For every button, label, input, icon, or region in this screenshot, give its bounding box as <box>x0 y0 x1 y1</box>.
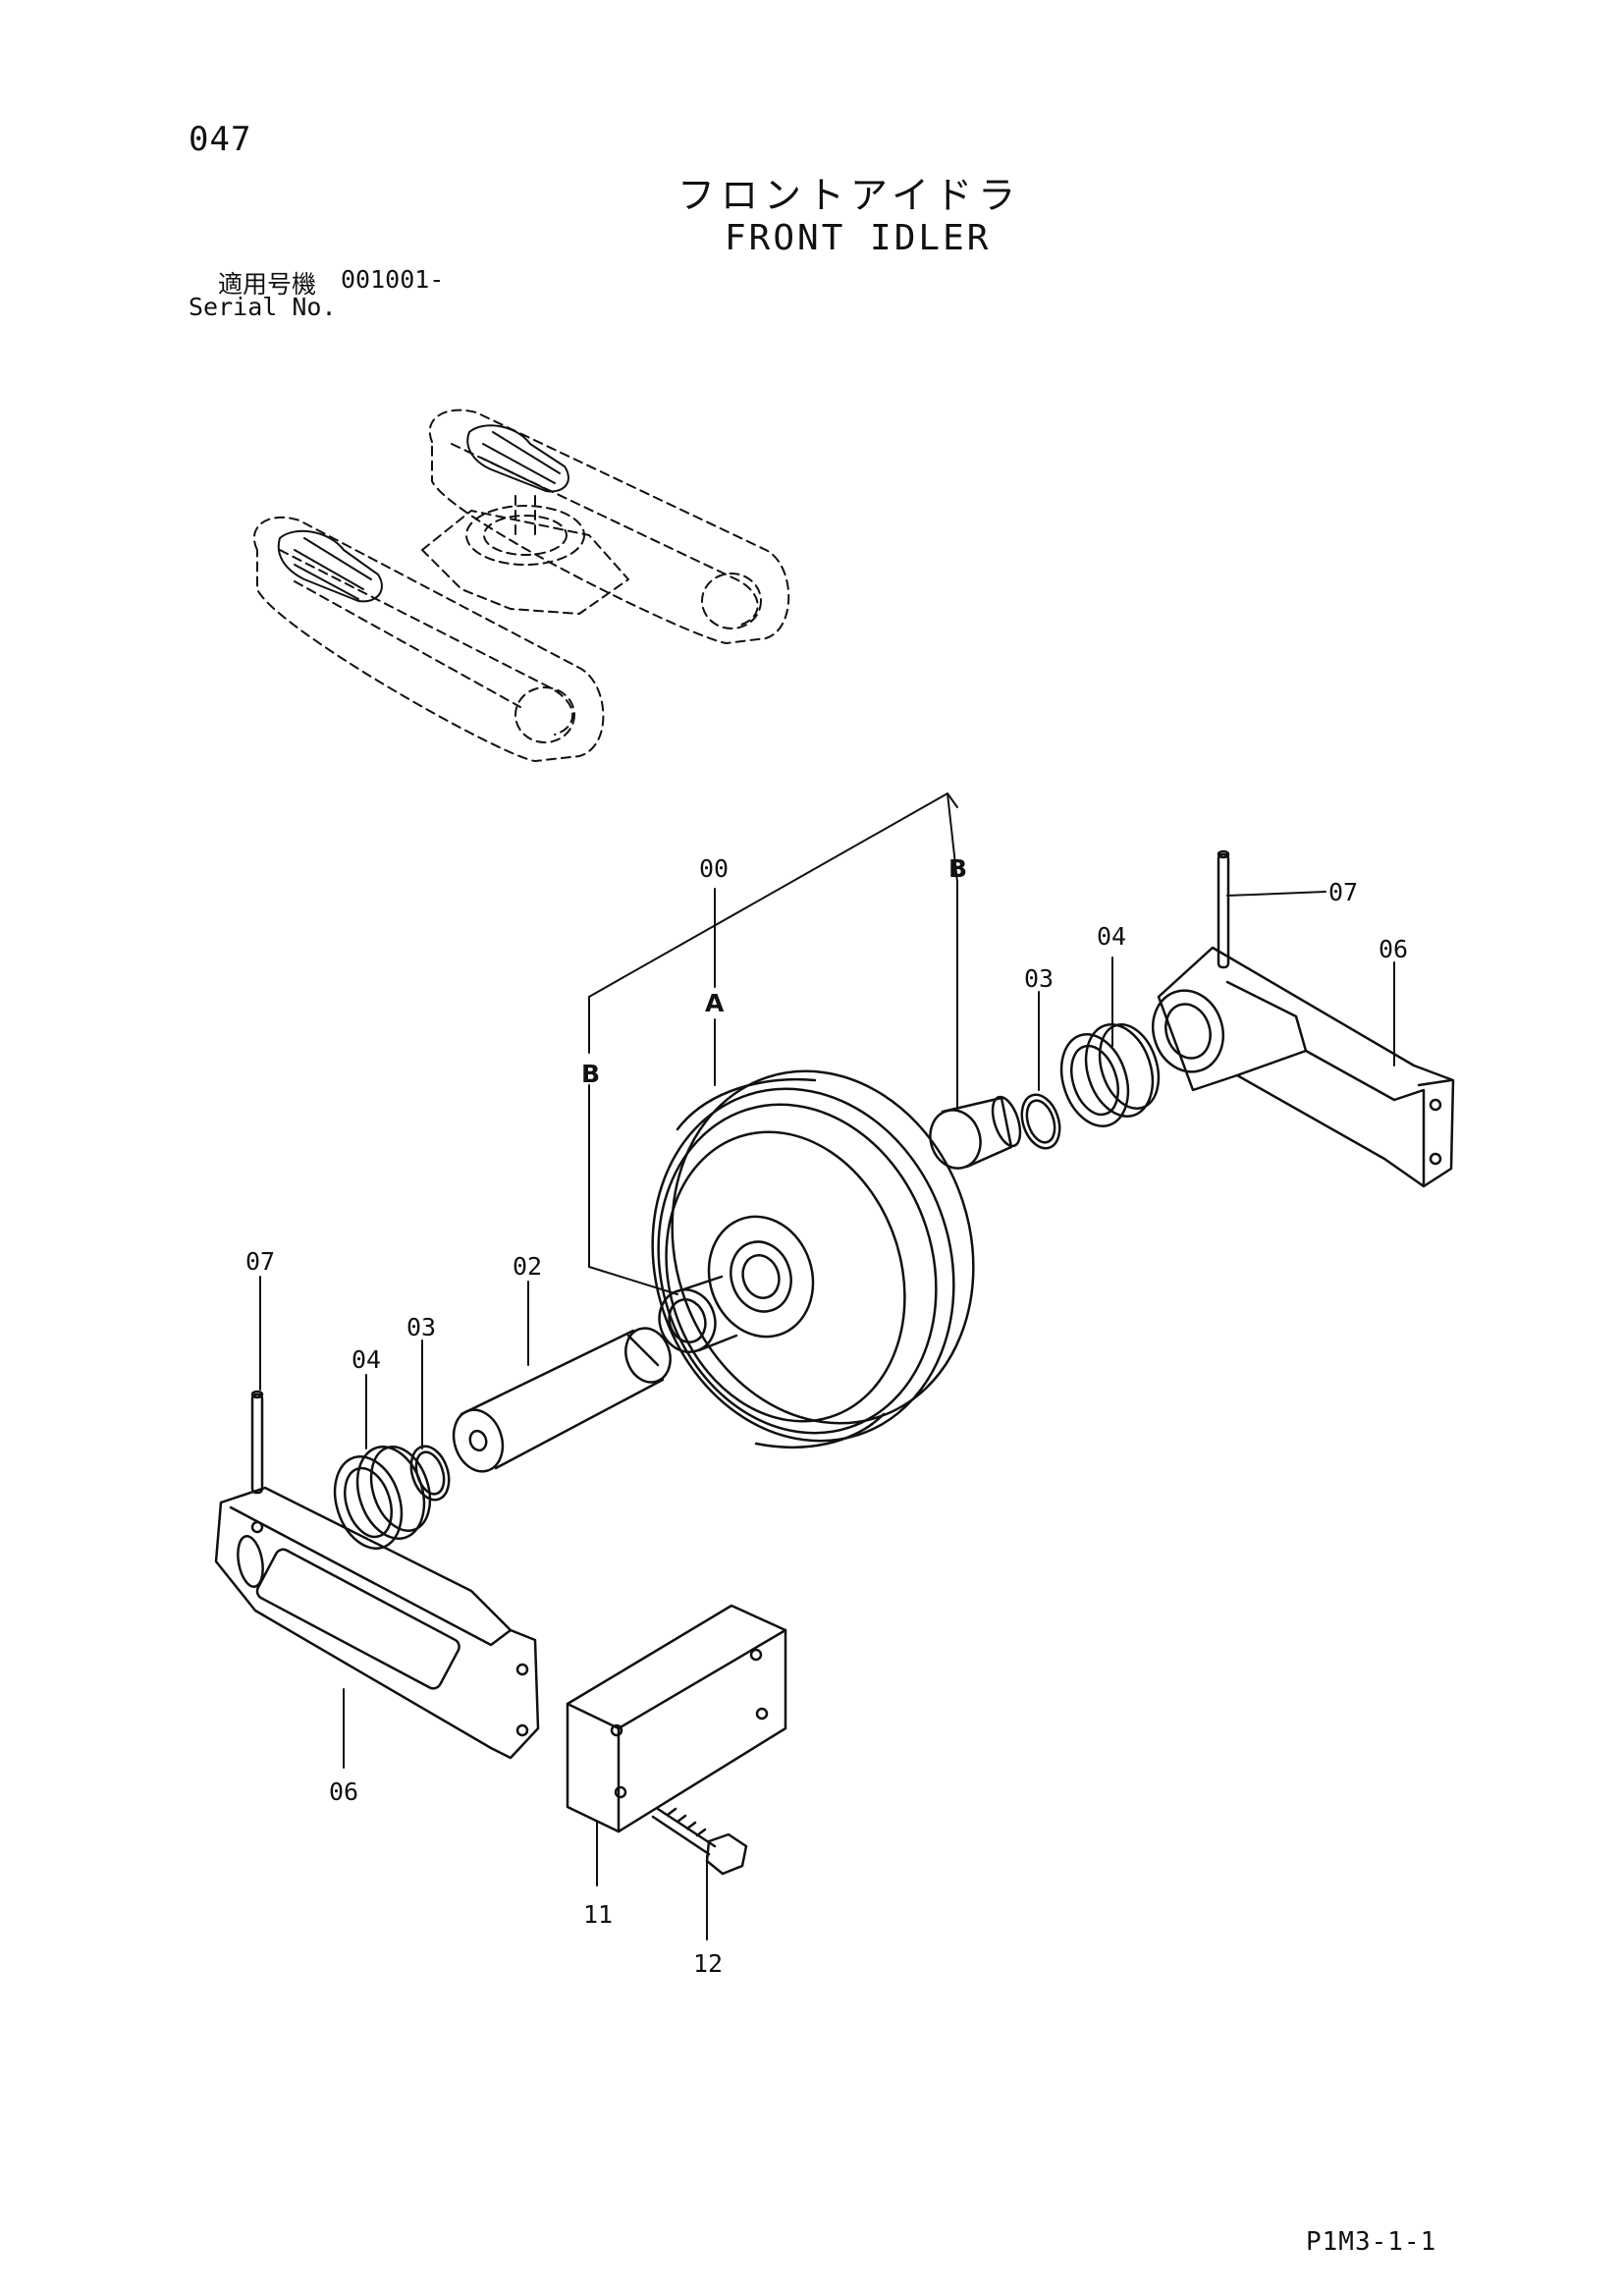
callout-11: 11 <box>583 1900 613 1929</box>
floating-seal-right-icon <box>1059 1023 1161 1127</box>
callout-letter-a: A <box>705 989 725 1017</box>
floating-seal-left-icon <box>333 1446 432 1550</box>
callout-06-left: 06 <box>329 1777 358 1806</box>
callout-03-left: 03 <box>406 1313 436 1341</box>
plate-icon <box>566 1604 787 1833</box>
title-japanese: フロントアイドラ <box>677 174 1022 217</box>
callout-letter-b-left: B <box>581 1060 600 1088</box>
callout-04-right: 04 <box>1097 922 1126 951</box>
overview-idlers-icon <box>277 424 569 603</box>
callout-leader-lines <box>259 793 1395 1941</box>
callout-07-right: 07 <box>1328 878 1358 906</box>
bearing-right-icon <box>1152 946 1455 1188</box>
spring-pin-right-icon <box>1217 849 1230 969</box>
undercarriage-overview-illustration <box>252 409 790 762</box>
idler-wheel-icon <box>651 1069 975 1449</box>
serial-label-japanese: 適用号機 <box>218 270 317 299</box>
shaft-icon <box>452 1327 672 1473</box>
callout-letter-b-upper: B <box>948 854 967 883</box>
spring-pin-left-icon <box>250 1390 264 1495</box>
callout-12: 12 <box>693 1949 723 1978</box>
callout-07-left: 07 <box>245 1247 275 1276</box>
footer-page-code: P1M3-1-1 <box>1306 2227 1437 2257</box>
bushing-left-icon <box>658 1275 738 1353</box>
bearing-left-icon <box>214 1486 540 1760</box>
callout-00: 00 <box>699 854 729 883</box>
serial-number-range: 001001- <box>341 265 445 294</box>
page-number: 047 <box>189 120 252 159</box>
bushing-right-icon <box>929 1095 1022 1170</box>
o-ring-right-icon <box>1020 1093 1061 1150</box>
callout-06-right: 06 <box>1379 935 1408 963</box>
serial-label-english: Serial No. <box>189 293 337 321</box>
bolt-icon <box>651 1807 748 1876</box>
callout-04-left: 04 <box>352 1345 381 1374</box>
callout-02: 02 <box>513 1252 542 1281</box>
title-english: FRONT IDLER <box>725 218 992 258</box>
callout-03-right: 03 <box>1024 964 1054 993</box>
